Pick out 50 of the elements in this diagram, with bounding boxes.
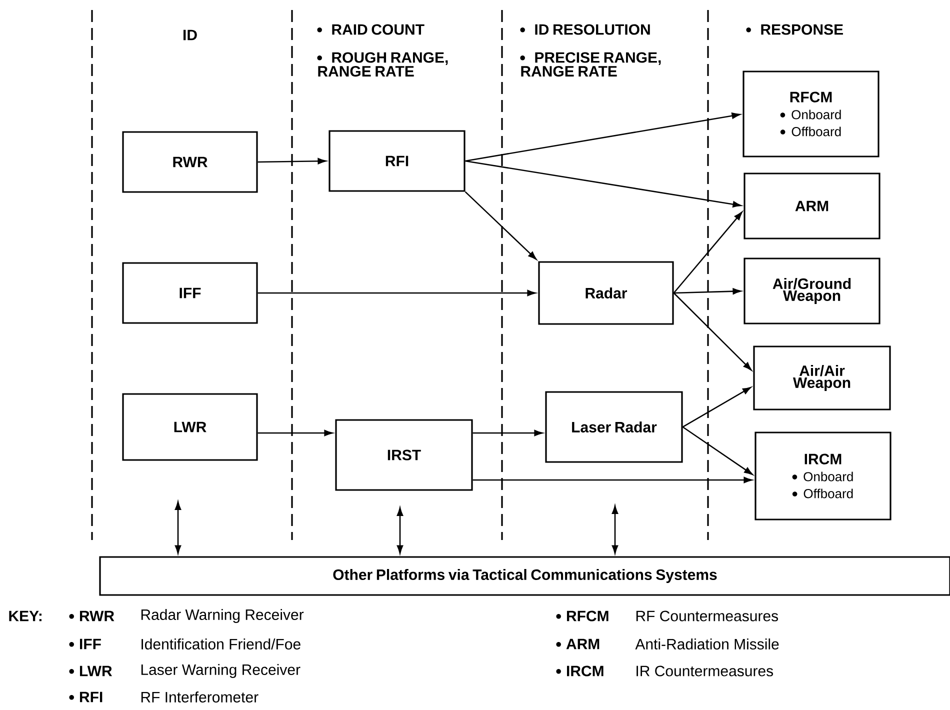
process-box: RFI bbox=[328, 130, 466, 192]
key-description: RF Interferometer bbox=[141, 692, 258, 702]
arrow bbox=[464, 191, 537, 260]
arrow bbox=[674, 288, 742, 294]
double-arrow bbox=[174, 501, 182, 554]
double-arrow bbox=[612, 505, 618, 554]
key-term: RFCM bbox=[556, 610, 608, 622]
column-heading: ID bbox=[184, 30, 197, 40]
key-description: Identification Friend/Foe bbox=[142, 638, 300, 650]
process-box: ARM bbox=[744, 172, 880, 240]
arrow bbox=[673, 292, 752, 370]
process-box: RFCM Onboard Offboard bbox=[742, 70, 880, 158]
process-box: Laser Radar bbox=[545, 391, 683, 463]
arrow bbox=[258, 430, 333, 436]
key-title: KEY: bbox=[9, 610, 42, 622]
arrow bbox=[465, 112, 740, 162]
arrow bbox=[465, 160, 742, 208]
double-arrow bbox=[396, 507, 404, 554]
process-box: RWR bbox=[122, 131, 258, 193]
arrow bbox=[682, 386, 752, 428]
arrow bbox=[258, 290, 536, 296]
key-description: Anti-Radiation Missile bbox=[635, 638, 779, 650]
column-heading: PRECISE RANGE, RANGE RATE bbox=[520, 52, 661, 77]
process-box: Radar bbox=[538, 261, 674, 325]
key-description: IR Countermeasures bbox=[636, 666, 774, 676]
key-term: RWR bbox=[69, 610, 114, 622]
arrow bbox=[472, 430, 543, 436]
process-box: Air/Air Weapon bbox=[753, 346, 891, 410]
communications-bar: Other Platforms via Tactical Communications Systems bbox=[99, 556, 950, 596]
key-description: Laser Warning Receiver bbox=[141, 664, 300, 678]
column-heading: RESPONSE bbox=[746, 24, 843, 35]
process-box: Air/Ground Weapon bbox=[744, 258, 880, 324]
key-term: RFI bbox=[69, 692, 102, 702]
process-box: IFF bbox=[122, 262, 258, 324]
column-heading: ID RESOLUTION bbox=[520, 24, 650, 35]
key-description: Radar Warning Receiver bbox=[141, 609, 304, 623]
arrow bbox=[258, 158, 326, 164]
key-term: IRCM bbox=[556, 666, 604, 676]
key-term: IFF bbox=[69, 638, 101, 650]
process-box: LWR bbox=[122, 393, 258, 461]
arrow bbox=[673, 212, 742, 294]
process-box: IRST bbox=[335, 419, 473, 491]
key-term: LWR bbox=[69, 666, 112, 676]
arrow bbox=[472, 476, 752, 484]
column-heading: RAID COUNT bbox=[317, 24, 424, 35]
arrow bbox=[682, 426, 753, 475]
column-heading: ROUGH RANGE, RANGE RATE bbox=[317, 52, 448, 77]
key-term: ARM bbox=[556, 638, 600, 650]
process-box: IRCM Onboard Offboard bbox=[754, 432, 892, 520]
key-description: RF Countermeasures bbox=[636, 610, 778, 622]
